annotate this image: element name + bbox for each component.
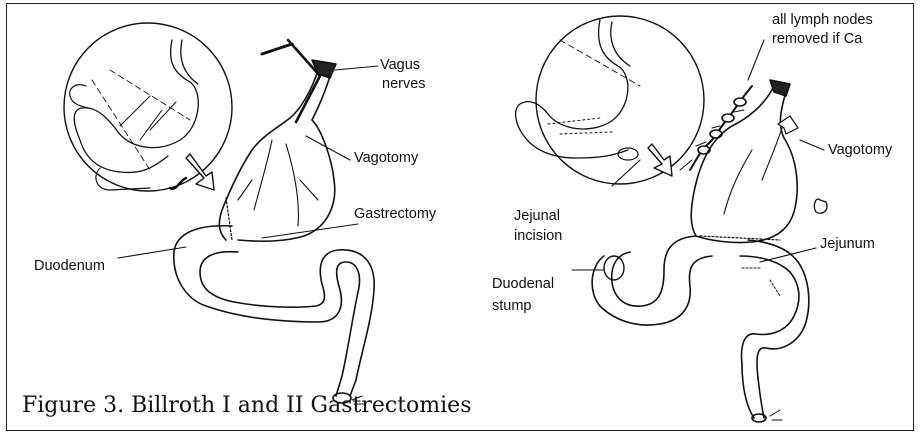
label-vagotomy: Vagotomy: [354, 150, 418, 167]
billroth-2-illustration: [516, 16, 827, 422]
stomach-billroth-2: [691, 80, 827, 243]
label-jejunum: Jejunum: [820, 236, 875, 253]
label-gastrectomy: Gastrectomy: [354, 206, 436, 223]
inset-stomach-circle: [64, 23, 232, 191]
billroth-1-illustration: [64, 23, 378, 404]
leader-gastrectomy: [262, 224, 358, 238]
label-vagus-nerves-line1: Vagus: [380, 57, 420, 74]
arrow-icon-2: [648, 144, 672, 176]
inset-stomach-circle-2: [516, 16, 704, 184]
label-jejunal-incision-line1: Jejunal: [514, 208, 560, 225]
label-jejunal-incision-line2: incision: [514, 228, 562, 245]
label-vagus-nerves-line2: nerves: [382, 76, 426, 93]
stomach-billroth-1: [219, 40, 336, 241]
leader-jejunum: [760, 248, 816, 262]
label-lymph-nodes-line2: removed if Ca: [772, 31, 862, 48]
duodenum-loop: [174, 226, 374, 404]
leader-vagotomy: [306, 136, 350, 160]
label-vagotomy-2: Vagotomy: [828, 142, 892, 159]
label-duodenal-stump-line1: Duodenal: [492, 276, 554, 293]
leader-vagus: [335, 66, 378, 70]
label-lymph-nodes-line1: all lymph nodes: [772, 12, 873, 29]
label-duodenal-stump-line2: stump: [492, 298, 532, 315]
jejunum-loop: [592, 236, 809, 422]
leader-duodenum: [118, 247, 186, 258]
label-duodenum: Duodenum: [34, 258, 105, 275]
lymph-node-chain: [680, 86, 752, 170]
figure-caption: Figure 3. Billroth I and II Gastrectomie…: [22, 393, 472, 418]
arrow-icon: [186, 154, 214, 190]
leader-lymph: [748, 40, 764, 80]
leader-vagotomy-2: [800, 140, 824, 150]
